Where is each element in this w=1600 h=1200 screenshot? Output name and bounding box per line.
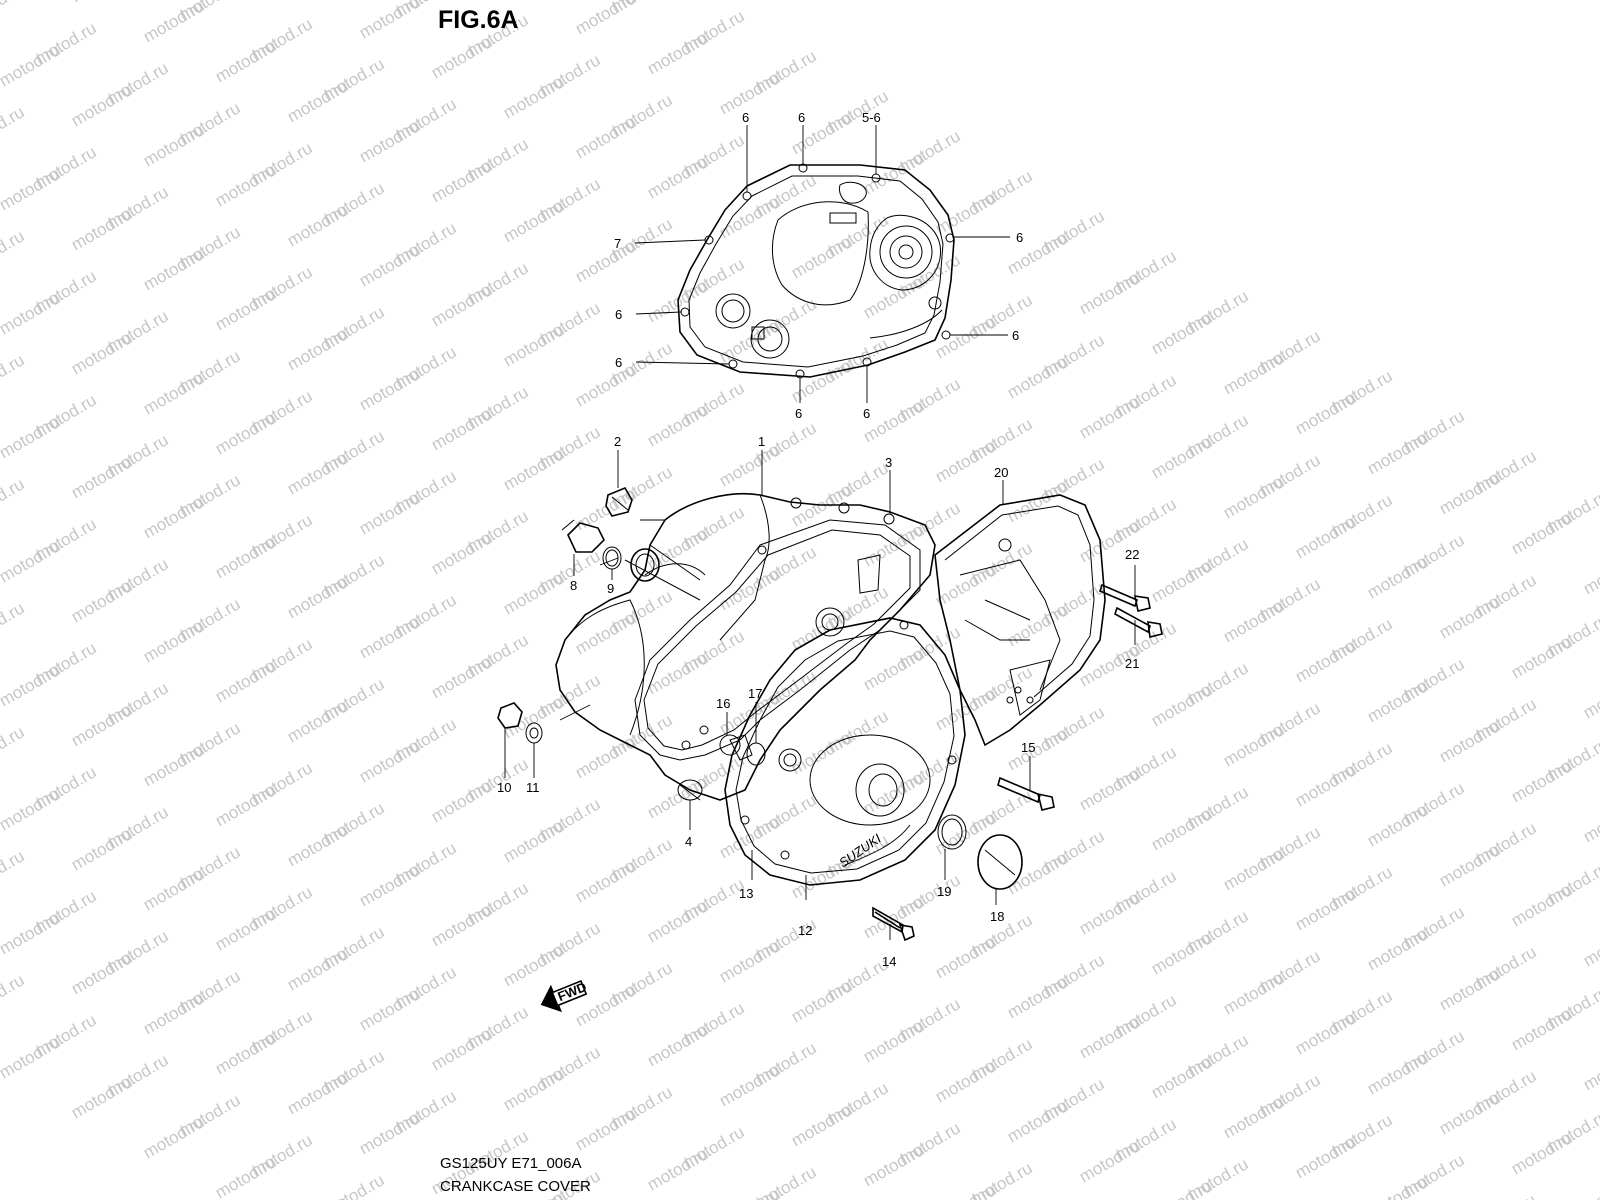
callout-6: 6 <box>798 110 805 125</box>
callout-13: 13 <box>739 886 753 901</box>
callout-6: 6 <box>795 406 802 421</box>
callout-20: 20 <box>994 465 1008 480</box>
callout-18: 18 <box>990 909 1004 924</box>
callout-9: 9 <box>607 581 614 596</box>
callout-5-6: 5-6 <box>862 110 881 125</box>
callout-6: 6 <box>615 307 622 322</box>
callout-6: 6 <box>742 110 749 125</box>
callout-1: 1 <box>758 434 765 449</box>
callout-11: 11 <box>526 780 540 795</box>
figure-code: GS125UY E71_006A <box>440 1155 582 1172</box>
callout-6: 6 <box>615 355 622 370</box>
callout-2: 2 <box>614 434 621 449</box>
callout-6: 6 <box>1012 328 1019 343</box>
callout-6: 6 <box>1016 230 1023 245</box>
clutch-cover <box>677 163 955 379</box>
callout-8: 8 <box>570 578 577 593</box>
sprocket-cover <box>934 494 1106 747</box>
callout-15: 15 <box>1021 740 1035 755</box>
callout-labels: 6 6 5-6 7 6 6 6 6 6 6 1 2 3 20 22 8 9 21… <box>497 110 1139 969</box>
callout-10: 10 <box>497 780 511 795</box>
leader-lines-lower <box>504 450 1136 940</box>
leader-lines-upper <box>634 125 1010 403</box>
forward-arrow-icon: FWD <box>540 979 589 1013</box>
figure-title: FIG.6A <box>438 6 519 34</box>
callout-4: 4 <box>685 834 692 849</box>
callout-12: 12 <box>798 923 812 938</box>
callout-19: 19 <box>937 884 951 899</box>
callout-22: 22 <box>1125 547 1139 562</box>
callout-17: 17 <box>748 686 762 701</box>
callout-14: 14 <box>882 954 896 969</box>
callout-3: 3 <box>885 455 892 470</box>
callout-7: 7 <box>614 236 621 251</box>
small-parts <box>497 486 1163 942</box>
callout-6: 6 <box>863 406 870 421</box>
figure-caption: CRANKCASE COVER <box>440 1178 591 1195</box>
callout-21: 21 <box>1125 656 1139 671</box>
callout-16: 16 <box>716 696 730 711</box>
